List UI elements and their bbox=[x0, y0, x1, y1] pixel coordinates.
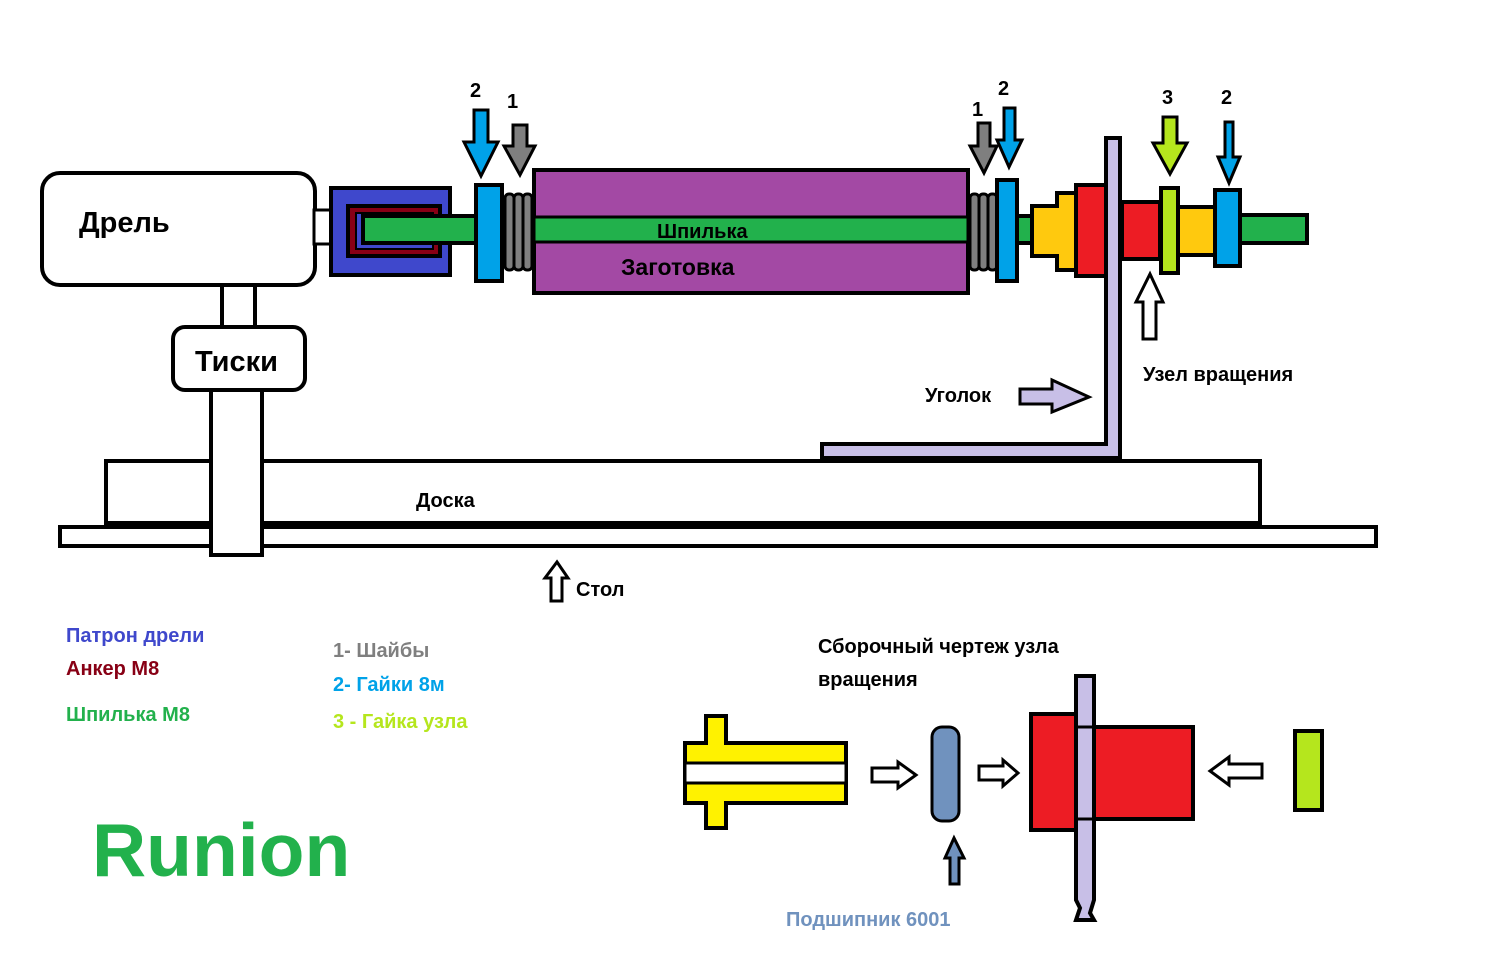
vise-body bbox=[171, 325, 307, 392]
assembly-arrow-3 bbox=[1207, 754, 1264, 788]
drill-label: Дрель bbox=[79, 207, 170, 239]
legend-chuck: Патрон дрели bbox=[66, 625, 204, 647]
table bbox=[58, 525, 1378, 548]
bearing-label: Подшипник 6001 bbox=[786, 909, 951, 931]
legend-anchor: Анкер М8 bbox=[66, 658, 159, 680]
unit-nut bbox=[1159, 186, 1180, 275]
assembly-arrow-bearing bbox=[942, 834, 967, 886]
arrow-washer-left bbox=[501, 123, 538, 179]
assembly-bearing bbox=[930, 725, 961, 823]
arrow-nut-far-right bbox=[1215, 120, 1243, 187]
marker-nut-far-right: 2 bbox=[1221, 87, 1232, 109]
workpiece-label: Заготовка bbox=[621, 254, 735, 280]
marker-unit-nut: 3 bbox=[1162, 87, 1173, 109]
arrow-nut-left bbox=[461, 108, 501, 180]
arrow-rotation-unit bbox=[1133, 270, 1166, 341]
angle-bracket bbox=[820, 136, 1122, 460]
nut-left bbox=[474, 183, 504, 283]
marker-nut-left: 2 bbox=[470, 80, 481, 102]
unit-bushing-left bbox=[1030, 191, 1078, 272]
rod-label: Шпилька bbox=[657, 221, 748, 243]
vise-post bbox=[209, 384, 264, 557]
board-label: Доска bbox=[416, 490, 476, 512]
assembly-housing-left bbox=[1029, 712, 1079, 832]
marker-washer-left: 1 bbox=[507, 91, 518, 113]
arrow-nut-right bbox=[994, 106, 1025, 171]
assembly-title-line2: вращения bbox=[818, 669, 918, 691]
arrow-table bbox=[542, 559, 571, 603]
assembly-arrow-2 bbox=[977, 756, 1021, 790]
unit-housing-left bbox=[1074, 183, 1109, 278]
assembly-housing-right bbox=[1090, 725, 1195, 821]
drill-neck bbox=[220, 278, 257, 334]
brand-logo: Runion bbox=[92, 808, 350, 892]
rod-through-workpiece bbox=[532, 215, 970, 244]
nut-far-right bbox=[1213, 188, 1242, 268]
unit-bushing-right bbox=[1176, 205, 1217, 257]
arrow-washer-right bbox=[967, 121, 1000, 177]
vise-label: Тиски bbox=[195, 346, 278, 378]
legend-unit-nut: 3 - Гайка узла bbox=[333, 711, 468, 733]
legend-nuts: 2- Гайки 8м bbox=[333, 674, 445, 696]
assembly-arrow-1 bbox=[870, 759, 919, 791]
assembly-title-line1: Сборочный чертеж узла bbox=[818, 636, 1060, 658]
legend-washers: 1- Шайбы bbox=[333, 640, 429, 662]
rod-end bbox=[1238, 213, 1309, 245]
rotation-unit-label: Узел вращения bbox=[1143, 364, 1293, 386]
arrow-angle bbox=[1018, 377, 1093, 415]
marker-washer-right: 1 bbox=[972, 99, 983, 121]
arrow-unit-nut bbox=[1150, 115, 1190, 178]
assembly-bracket-plate bbox=[1073, 674, 1098, 922]
unit-housing-right bbox=[1120, 200, 1162, 261]
board bbox=[104, 459, 1262, 525]
table-label: Стол bbox=[576, 579, 624, 601]
marker-nut-right: 2 bbox=[998, 78, 1009, 100]
assembly-shaft-bore bbox=[683, 761, 848, 785]
legend-rod: Шпилька М8 bbox=[66, 704, 190, 726]
angle-label: Уголок bbox=[925, 385, 992, 407]
nut-right bbox=[995, 178, 1019, 283]
washer-left-3 bbox=[521, 192, 534, 272]
assembly-unit-nut bbox=[1293, 729, 1324, 812]
